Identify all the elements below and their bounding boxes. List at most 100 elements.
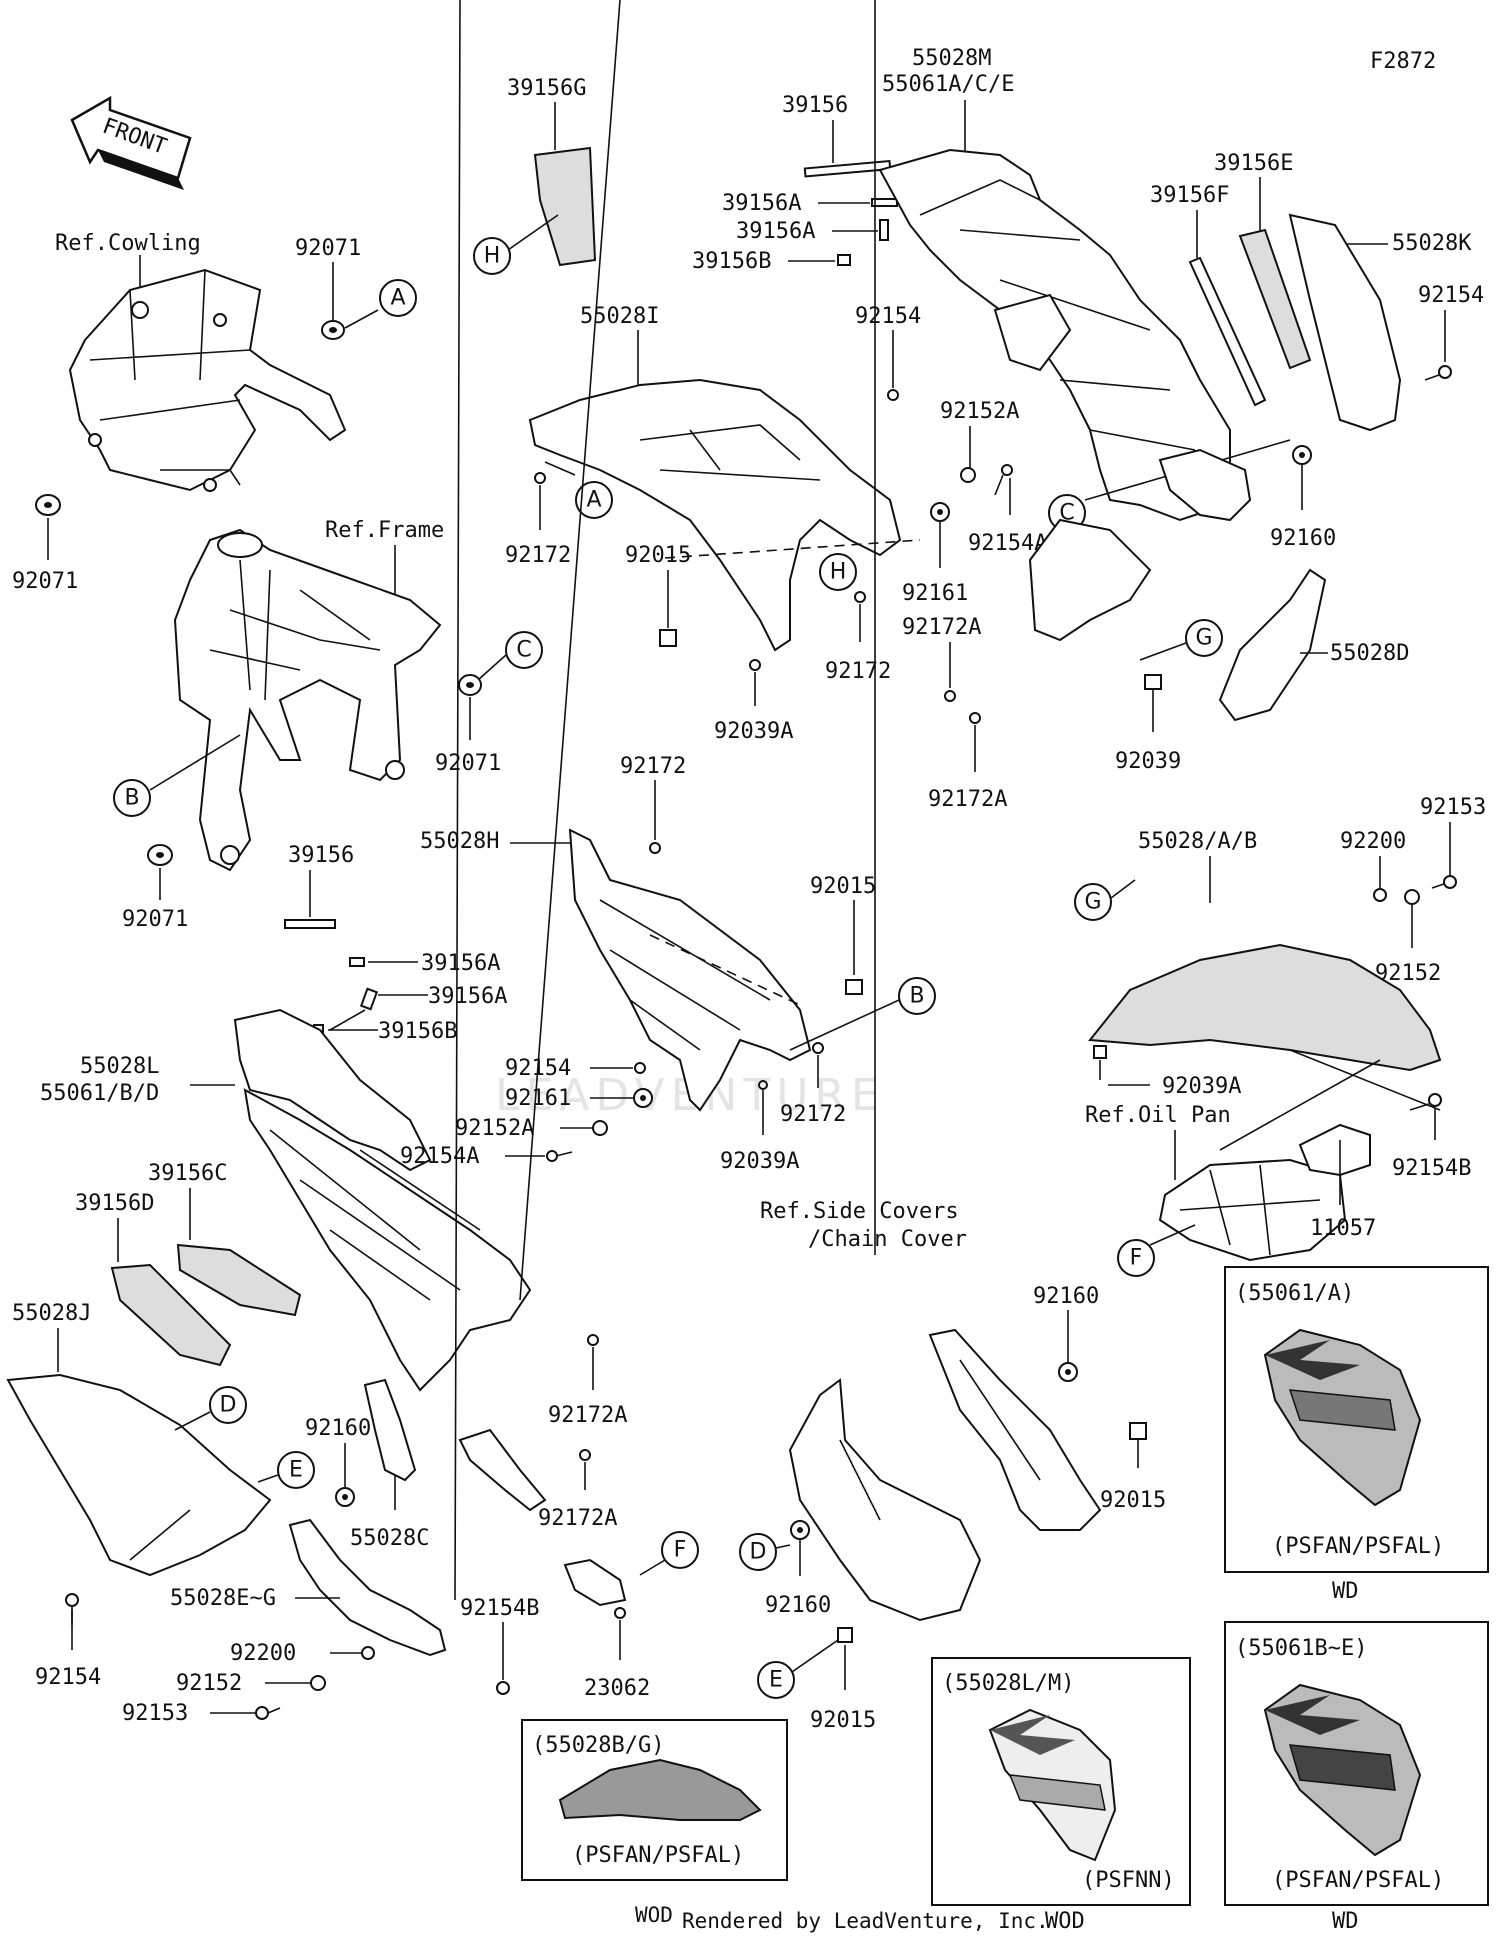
part-92172-b-label: 92172 — [825, 659, 891, 684]
seal-small-drawing — [349, 957, 365, 967]
part-92015-c-label: 92015 — [1100, 1488, 1166, 1513]
bolt-icon — [887, 389, 899, 401]
bolt-icon — [634, 1062, 646, 1074]
small-bracket-drawing — [458, 1428, 547, 1512]
callout-g-1: G — [1185, 619, 1223, 657]
clip-icon — [749, 659, 761, 671]
svg-text:G: G — [1084, 890, 1101, 915]
ref-oil-pan-label: Ref.Oil Pan — [1085, 1103, 1231, 1128]
part-39156B-mid-label: 39156B — [378, 1019, 457, 1044]
washer-icon — [1404, 889, 1420, 905]
callout-a-1: A — [379, 279, 417, 317]
part-39156A-2-label: 39156A — [736, 219, 815, 244]
callout-g-2: G — [1074, 883, 1112, 921]
footer-rendered-by: Rendered by LeadVenture, Inc. — [682, 1909, 1049, 1933]
variant-box-55061BE-model: (PSFAN/PSFAL) — [1272, 1868, 1444, 1893]
part-92160-mid-label: 92160 — [305, 1416, 371, 1441]
part-92172-d-label: 92172 — [780, 1102, 846, 1127]
oil-pan-drawing — [1158, 1123, 1371, 1262]
svg-text:E: E — [289, 1458, 303, 1483]
bolt-icon — [1424, 365, 1452, 381]
bolt-icon — [1409, 1093, 1442, 1111]
grommet-icon — [930, 502, 950, 522]
seal-small-drawing — [879, 219, 889, 241]
seal-pad-drawing — [1238, 228, 1312, 370]
part-39156A-4-label: 39156A — [428, 984, 507, 1009]
part-92200-b-label: 92200 — [230, 1641, 296, 1666]
callout-f-1: F — [1117, 1239, 1155, 1277]
variant-box-55061A-below: WD — [1332, 1579, 1359, 1604]
grommet-icon — [147, 844, 173, 866]
variant-box-55028LM-title: (55028L/M) — [942, 1671, 1074, 1696]
callout-d-2: D — [739, 1533, 777, 1571]
part-92015-a-label: 92015 — [625, 543, 691, 568]
part-92071-bot-label: 92071 — [122, 907, 188, 932]
cowling-bracket-drawing — [68, 268, 347, 492]
bolt-icon — [812, 1042, 824, 1054]
side-bracket-drawing — [1218, 568, 1327, 722]
part-92152A-top-label: 92152A — [940, 399, 1019, 424]
collar-icon — [659, 629, 677, 647]
part-92154-c-label: 92154 — [505, 1056, 571, 1081]
stay-bracket-drawing — [563, 1558, 627, 1607]
svg-text:E: E — [769, 1668, 783, 1693]
callout-c-1: C — [505, 631, 543, 669]
seal-small-drawing — [837, 254, 851, 266]
grommet-icon — [321, 320, 345, 340]
callout-f-2: F — [661, 1531, 699, 1569]
part-39156G-label: 39156G — [507, 76, 586, 101]
washer-icon — [361, 1646, 375, 1660]
part-55061BD-label: 55061/B/D — [40, 1081, 159, 1106]
clip-icon — [1144, 674, 1162, 690]
grommet-icon — [458, 674, 482, 696]
callout-b-2: B — [898, 977, 936, 1015]
lower-cowl-edge-drawing — [288, 1518, 447, 1657]
variant-box-55061BE-title: (55061B~E) — [1235, 1636, 1367, 1661]
bolt-icon — [255, 1706, 281, 1720]
fairing-variant-drawing — [1263, 1683, 1422, 1857]
grommet-icon — [35, 494, 61, 516]
variant-box-55028BG-title: (55028B/G) — [532, 1733, 664, 1758]
part-23062-label: 23062 — [584, 1676, 650, 1701]
part-92172A-b-label: 92172A — [928, 787, 1007, 812]
seal-strip-drawing — [803, 160, 892, 178]
part-92200-r-label: 92200 — [1340, 829, 1406, 854]
grommet-icon — [1058, 1362, 1078, 1382]
part-92172A-a-label: 92172A — [902, 615, 981, 640]
bolt-icon — [496, 1681, 510, 1695]
variant-box-55028LM-below: WOD — [1045, 1909, 1085, 1934]
fairing-variant-drawing — [1263, 1328, 1422, 1507]
svg-text:B: B — [124, 786, 139, 811]
variant-box-55061A-model: (PSFAN/PSFAL) — [1272, 1534, 1444, 1559]
part-92154-mid-label: 92154 — [855, 304, 921, 329]
part-92154A-b-label: 92154A — [400, 1144, 479, 1169]
collar-icon — [1129, 1422, 1147, 1440]
part-92153-b-label: 92153 — [122, 1701, 188, 1726]
part-92160-tr-label: 92160 — [1270, 526, 1336, 551]
svg-text:C: C — [516, 638, 531, 663]
side-cover-drawing — [788, 1328, 1102, 1622]
bolt-icon — [994, 464, 1013, 496]
part-39156D-label: 39156D — [75, 1191, 154, 1216]
part-92154-tr-label: 92154 — [1418, 283, 1484, 308]
washer-icon — [592, 1120, 608, 1136]
part-39156B-top-label: 39156B — [692, 249, 771, 274]
part-55028C-label: 55028C — [350, 1526, 429, 1551]
small-bracket-drawing — [363, 1378, 417, 1482]
svg-text:F: F — [674, 1538, 687, 1563]
bolt-icon — [579, 1449, 591, 1461]
seal-pad-drawing — [533, 146, 597, 267]
seal-pad-drawing — [176, 1243, 302, 1317]
collar-icon — [837, 1627, 853, 1643]
bolt-icon — [534, 472, 546, 484]
part-55028H-label: 55028H — [420, 829, 499, 854]
svg-text:H: H — [484, 244, 501, 269]
bolt-icon — [1431, 875, 1457, 889]
part-92039A-b-label: 92039A — [720, 1149, 799, 1174]
part-55028EG-label: 55028E~G — [170, 1586, 276, 1611]
fairing-variant-drawing — [988, 1708, 1117, 1862]
mid-inner-panel-drawing — [568, 828, 812, 1112]
part-92152-b-label: 92152 — [176, 1671, 242, 1696]
callout-h-2: H — [819, 553, 857, 591]
